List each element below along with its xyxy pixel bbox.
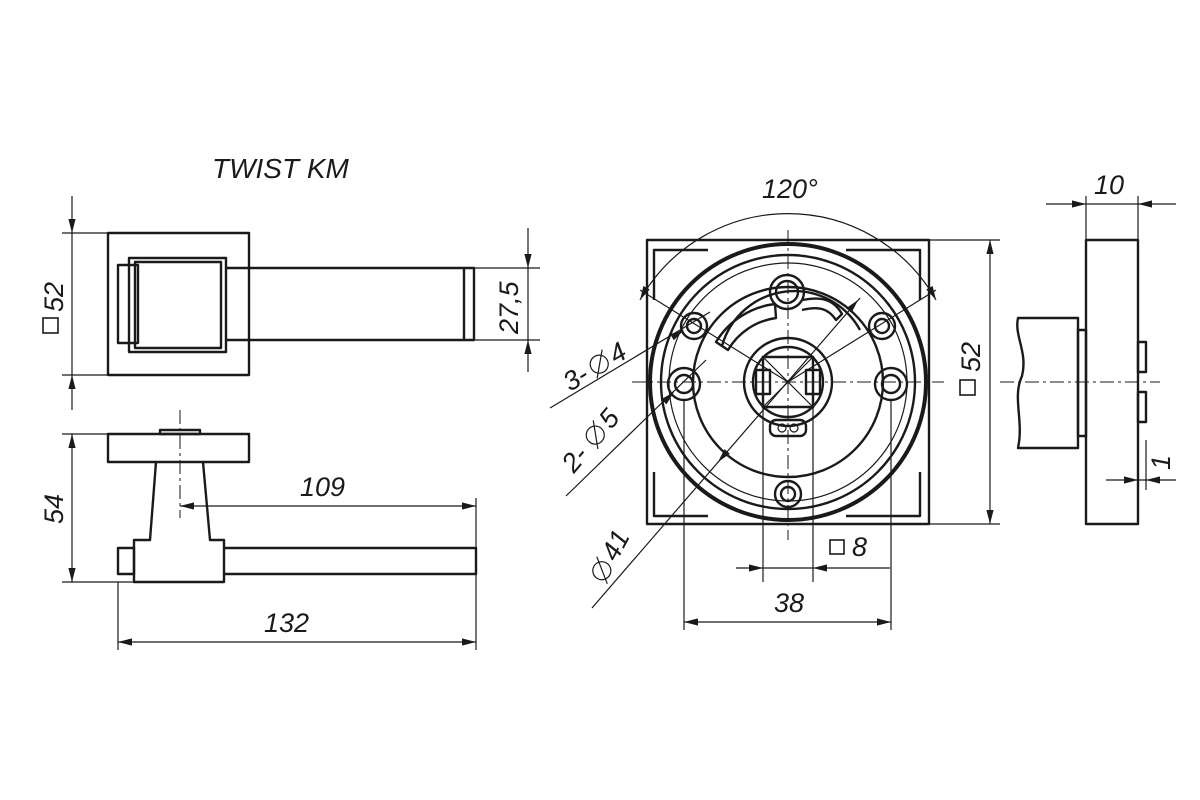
square-symbol-icon: [42, 317, 59, 334]
dim-lever-length: 132: [118, 608, 476, 646]
dim-spindle-square-label: 8: [852, 532, 867, 562]
dim-rosette-height-label: 52: [39, 282, 69, 312]
dim-hole-spacing-label: 38: [774, 588, 804, 618]
dim-lever-reach-label: 109: [300, 472, 345, 502]
dim-rosette-thickness: 10: [1046, 170, 1176, 240]
lever-front-view: [62, 231, 540, 377]
dim-ring-diameter-label: 41: [595, 525, 636, 566]
dim-gap: 1: [1106, 440, 1176, 490]
dim-holes-2-count: 2-: [555, 440, 594, 478]
dim-lever-width: 27,5: [494, 228, 532, 372]
dim-holes-2-size: 5: [593, 402, 626, 434]
rosette-side-view: [1000, 238, 1160, 526]
dim-rosette-width-label: 52: [956, 342, 986, 372]
diameter-symbol-icon: [592, 561, 612, 581]
dim-rosette-height: 52: [39, 196, 76, 410]
dim-lever-width-label: 27,5: [494, 280, 524, 335]
dim-projection-label: 54: [39, 494, 69, 524]
dim-rosette-width: 52: [929, 239, 1000, 525]
diameter-symbol-icon: [585, 425, 605, 445]
dim-spindle-square: 8: [736, 407, 890, 582]
dim-angle-label: 120°: [762, 174, 818, 204]
dim-lever-reach: 109: [180, 472, 476, 510]
dim-lever-length-label: 132: [264, 608, 309, 638]
dim-rosette-thickness-label: 10: [1094, 170, 1124, 200]
dim-holes-3-count: 3-: [558, 359, 594, 397]
square-symbol-icon: [959, 379, 976, 396]
lever-side-view: [62, 410, 478, 650]
rosette-front-view: [632, 230, 944, 540]
drawing-title: TWIST KM: [212, 153, 350, 184]
dim-projection: 54: [39, 434, 76, 582]
dim-hole-spacing: 38: [683, 400, 892, 630]
dim-gap-label: 1: [1146, 455, 1176, 470]
diameter-symbol-icon: [589, 354, 609, 374]
dim-angle: 120°: [636, 174, 940, 383]
square-symbol-icon: [829, 539, 845, 555]
